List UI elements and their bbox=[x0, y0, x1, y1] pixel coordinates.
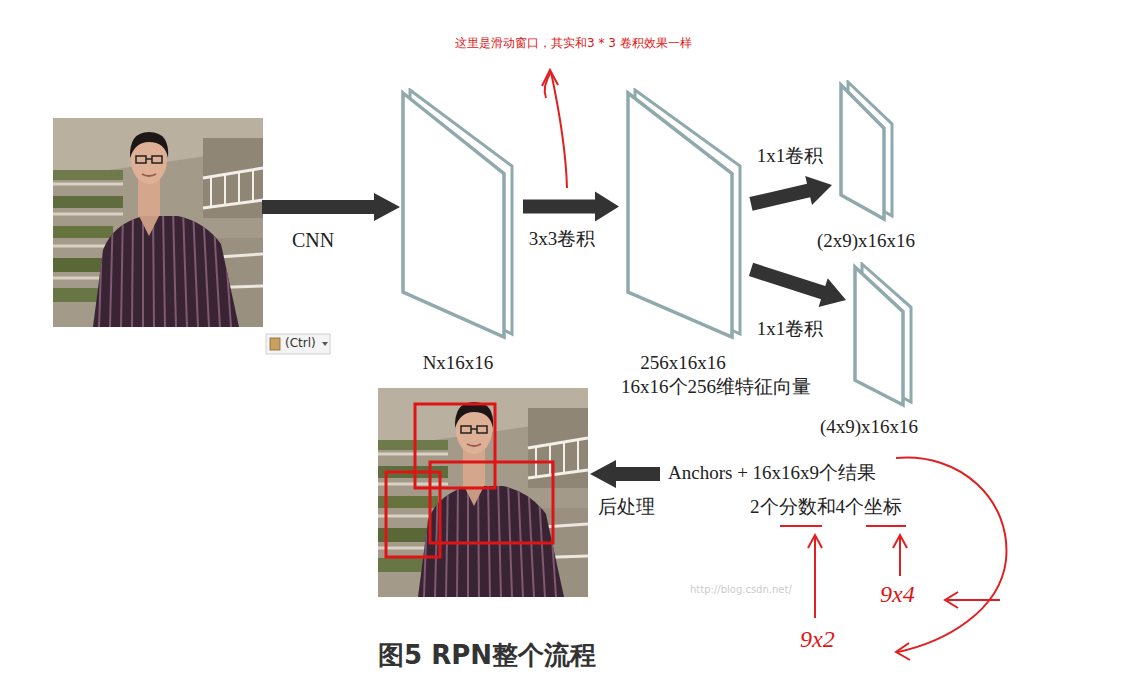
dimension-label: (2x9)x16x16 bbox=[817, 230, 915, 253]
feature-map-slab bbox=[852, 262, 914, 408]
annotation-note: 这里是滑动窗口，其实和3 * 3 卷积效果一样 bbox=[455, 36, 692, 50]
feature-map: 256x16x1616x16个256维特征向量 bbox=[625, 88, 743, 340]
dimension-label: Nx16x16 bbox=[423, 352, 494, 375]
feature-map: (4x9)x16x16 bbox=[852, 262, 914, 408]
flow-arrow bbox=[523, 191, 619, 221]
output-photo bbox=[378, 388, 588, 597]
red-annotation-arrow bbox=[542, 70, 567, 188]
paste-hint: (Ctrl) bbox=[285, 336, 316, 350]
operation-label: 1x1卷积 bbox=[755, 318, 826, 341]
step-label: 后处理 bbox=[598, 496, 655, 519]
dimension-label: 256x16x16 bbox=[640, 352, 726, 375]
operation-label: 3x3卷积 bbox=[527, 228, 598, 251]
handwritten-note: 9x4 bbox=[880, 580, 915, 609]
result-label: 2个分数和4个坐标 bbox=[750, 496, 902, 519]
feature-map-slab bbox=[625, 88, 743, 340]
cnn-arrow bbox=[262, 193, 400, 221]
flow-arrow bbox=[749, 176, 832, 211]
result-label: Anchors + 16x16x9个结果 bbox=[668, 462, 876, 485]
watermark: http://blog.csdn.net/ bbox=[690, 584, 792, 596]
handwritten-note: 9x2 bbox=[800, 625, 835, 654]
input-photo bbox=[53, 118, 263, 327]
operation-label: 1x1卷积 bbox=[755, 145, 826, 168]
step-label: CNN bbox=[292, 228, 334, 252]
feature-map: (2x9)x16x16 bbox=[838, 80, 895, 222]
figure-caption: 图5 RPN整个流程 bbox=[378, 640, 596, 671]
handwritten-marks bbox=[780, 457, 1006, 660]
dimension-label: (4x9)x16x16 bbox=[820, 416, 918, 439]
feature-map-slab bbox=[838, 80, 895, 222]
postprocess-arrow bbox=[590, 460, 660, 488]
flow-arrow bbox=[749, 263, 846, 307]
feature-map-slab bbox=[400, 88, 515, 340]
dimension-label: 16x16个256维特征向量 bbox=[621, 376, 811, 399]
feature-map: Nx16x16 bbox=[400, 88, 515, 340]
paste-icon bbox=[266, 334, 330, 354]
